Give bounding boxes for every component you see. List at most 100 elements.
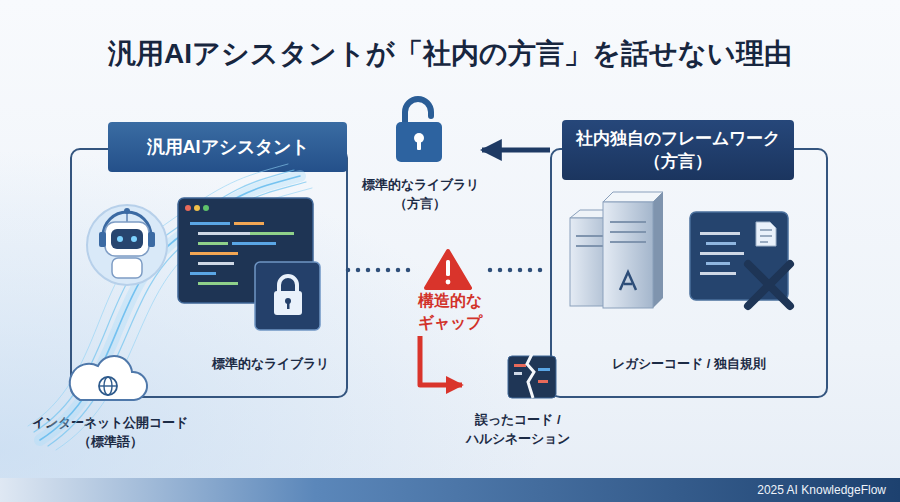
code-window xyxy=(178,198,313,303)
data-swoosh xyxy=(48,182,306,446)
panel-header: 汎用AIアシスタント xyxy=(108,122,347,172)
legacy-code-window xyxy=(760,230,772,242)
gap-warning-node: 構造的な ギャップ xyxy=(410,248,490,336)
unlocked-lock-icon xyxy=(396,122,442,162)
server-icon xyxy=(570,192,663,308)
code-window xyxy=(250,232,294,235)
code-window xyxy=(198,232,254,235)
cloud-icon xyxy=(104,377,112,395)
legacy-code-window xyxy=(706,262,730,265)
panel-header: 社内独自のフレームワーク （方言） xyxy=(562,120,794,180)
unlocked-lock-icon xyxy=(414,133,424,143)
assistant-panel: 汎用AIアシスタント標準的なライブラリ xyxy=(70,148,348,398)
broken-code-icon xyxy=(514,364,526,367)
locked-library-icon xyxy=(255,262,320,330)
footer-band xyxy=(0,478,900,502)
robot-icon xyxy=(131,236,137,242)
legacy-code-window xyxy=(690,212,788,300)
server-icon xyxy=(653,192,663,308)
library-lock-node: 標準的なライブラリ （方言） xyxy=(358,92,482,214)
server-icon xyxy=(610,241,646,243)
code-window xyxy=(198,282,238,285)
legacy-code-window xyxy=(756,222,776,246)
unlocked-lock-icon xyxy=(417,139,421,150)
robot-icon xyxy=(124,208,130,214)
data-swoosh xyxy=(40,176,300,440)
server-icon xyxy=(603,192,663,202)
legacy-code-window xyxy=(706,242,736,245)
warning-triangle xyxy=(446,280,451,285)
server-icon xyxy=(570,218,616,306)
header-text: 社内独自のフレームワーク （方言） xyxy=(562,127,794,173)
locked-library-icon xyxy=(255,262,320,330)
dotted-connector xyxy=(348,268,410,273)
robot-icon xyxy=(117,236,123,242)
gap-caption: 構造的な ギャップ xyxy=(410,290,490,334)
locked-library-icon xyxy=(285,298,291,304)
code-window xyxy=(190,252,238,255)
code-window xyxy=(232,242,276,245)
broken-code-icon xyxy=(527,354,534,398)
diagram-title: 汎用AIアシスタントが「社内の方言」を話せない理由 xyxy=(0,34,900,74)
robot-icon xyxy=(103,212,151,236)
unlocked-lock-icon xyxy=(396,99,442,162)
robot-icon xyxy=(112,258,142,278)
data-swoosh xyxy=(34,170,294,432)
framework-panel: 社内独自のフレームワーク （方言）レガシーコード / 独自規則 xyxy=(550,148,828,398)
arrow-connector xyxy=(420,336,462,385)
error-code-node: 誤ったコード / ハルシネーション xyxy=(462,352,574,450)
code-window xyxy=(203,205,209,211)
broken-code-icon xyxy=(508,356,556,398)
legacy-code-window xyxy=(690,212,790,306)
legacy-code-window xyxy=(700,272,736,275)
server-icon xyxy=(576,235,610,237)
dotted-connector xyxy=(490,268,550,273)
legacy-code-window xyxy=(700,232,740,235)
footer-credit: 2025 AI KnowledgeFlow xyxy=(757,482,886,498)
robot-icon xyxy=(126,213,128,222)
broken-code-icon xyxy=(514,372,522,375)
data-swoosh xyxy=(56,188,312,450)
robot-icon xyxy=(87,205,167,285)
warning-triangle xyxy=(426,251,470,288)
legacy-caption: レガシーコード / 独自規則 xyxy=(552,354,826,373)
locked-library-icon xyxy=(287,302,290,309)
server-icon xyxy=(576,245,610,247)
arrow-connector xyxy=(482,148,550,153)
cloud-icon xyxy=(99,377,117,395)
server-icon xyxy=(610,221,646,223)
error-caption: 誤ったコード / ハルシネーション xyxy=(462,410,574,448)
code-window xyxy=(190,272,216,275)
locked-library-icon xyxy=(279,276,297,292)
robot-icon xyxy=(87,205,167,285)
robot-icon xyxy=(148,232,155,247)
broken-code-icon xyxy=(538,368,550,371)
library-caption: 標準的なライブラリ xyxy=(212,354,329,373)
header-text: 汎用AIアシスタント xyxy=(147,135,309,159)
cloud-icon xyxy=(99,385,117,386)
code-window xyxy=(198,242,228,245)
cloud-caption: インターネット公開コード （標準語） xyxy=(25,413,195,451)
warning-triangle xyxy=(446,260,450,276)
legacy-code-window xyxy=(700,252,744,255)
code-window xyxy=(185,205,191,211)
code-window xyxy=(190,222,230,225)
cloud-icon xyxy=(70,356,147,400)
legacy-code-window xyxy=(748,264,790,306)
data-swoosh xyxy=(28,164,288,426)
public-code-node: インターネット公開コード （標準語） xyxy=(25,360,195,452)
cloud-icon xyxy=(70,356,147,400)
code-window xyxy=(198,262,234,265)
server-icon xyxy=(570,210,626,218)
warning-triangle xyxy=(426,251,470,288)
data-swoosh xyxy=(40,176,300,440)
code-window xyxy=(194,205,200,211)
broken-code-icon xyxy=(538,380,548,383)
locked-library-icon xyxy=(274,291,302,315)
server-icon xyxy=(603,202,653,308)
robot-icon xyxy=(105,222,149,256)
server-icon xyxy=(620,272,636,290)
code-window xyxy=(178,198,313,303)
